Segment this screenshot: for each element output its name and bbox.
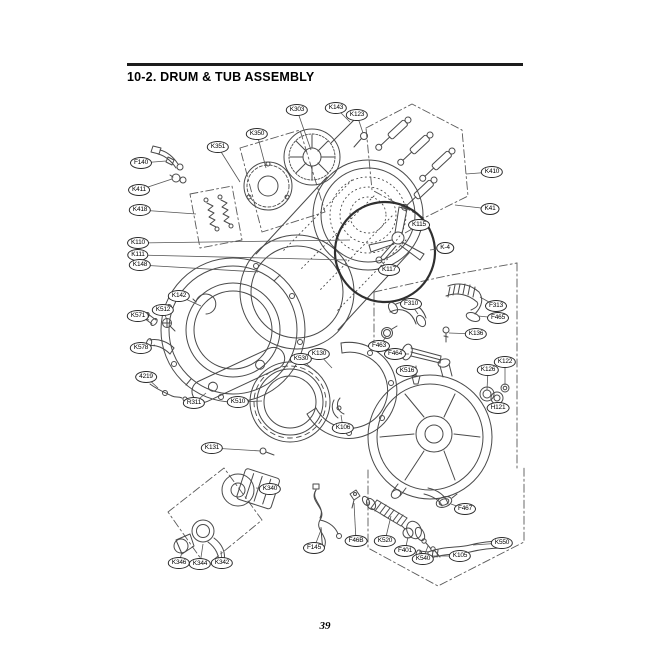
leader-line-K550	[472, 542, 503, 546]
leader-line-R311	[193, 392, 207, 404]
leader-line-K123	[356, 114, 364, 134]
leader-line-K530	[300, 358, 318, 374]
leader-line-K142	[178, 295, 202, 307]
leader-line-K350	[256, 133, 267, 169]
page-title: 10-2. DRUM & TUB ASSEMBLY	[127, 70, 315, 84]
leader-line-K110	[137, 239, 351, 244]
leader-line-K143	[335, 107, 351, 123]
leader-line-K540	[422, 545, 429, 560]
leader-line-F145	[313, 529, 322, 549]
leader-line-K136	[448, 332, 477, 335]
leader-line-K411	[138, 178, 173, 191]
leader-line-K117	[380, 260, 390, 271]
leader-line-K410	[465, 171, 493, 175]
leader-line-F463	[378, 336, 387, 347]
leader-line-F46B	[353, 502, 357, 542]
leader-line-K571	[137, 315, 150, 321]
page-number: 39	[319, 620, 331, 632]
leader-line-K516	[406, 370, 415, 373]
leader-line-K130	[318, 353, 333, 369]
leader-line-K-4	[429, 247, 446, 251]
leader-line-K346	[178, 551, 183, 564]
leader-line-K344	[199, 543, 204, 565]
leader-line-K148	[139, 264, 259, 273]
leader-line-F140	[140, 160, 167, 164]
leader-line-K111	[137, 254, 348, 261]
leader-line-F465	[477, 315, 499, 319]
header-rule	[127, 63, 523, 66]
leader-line-K578	[140, 344, 156, 349]
leader-line-H121	[495, 402, 499, 409]
leader-line-K340	[255, 487, 271, 490]
leader-line-K303	[296, 109, 312, 151]
leader-line-F310	[410, 303, 419, 315]
leader-line-K41	[454, 204, 491, 210]
leader-line-K126	[486, 369, 489, 391]
leader-line-F467	[450, 503, 466, 510]
leader-line-K418	[139, 209, 197, 215]
leader-line-K520	[384, 515, 392, 542]
leader-line-K115	[404, 224, 420, 234]
leader-line-K106	[340, 414, 344, 429]
leader-line-K512	[162, 309, 168, 321]
leader-line-4219	[145, 376, 159, 389]
leader-line-K510	[237, 400, 263, 403]
leader-line-F401	[404, 536, 409, 552]
leader-line-K131	[211, 447, 262, 452]
leader-line-F313	[479, 296, 497, 307]
leader-line-K342	[220, 550, 223, 564]
leader-line-K351	[217, 146, 241, 183]
